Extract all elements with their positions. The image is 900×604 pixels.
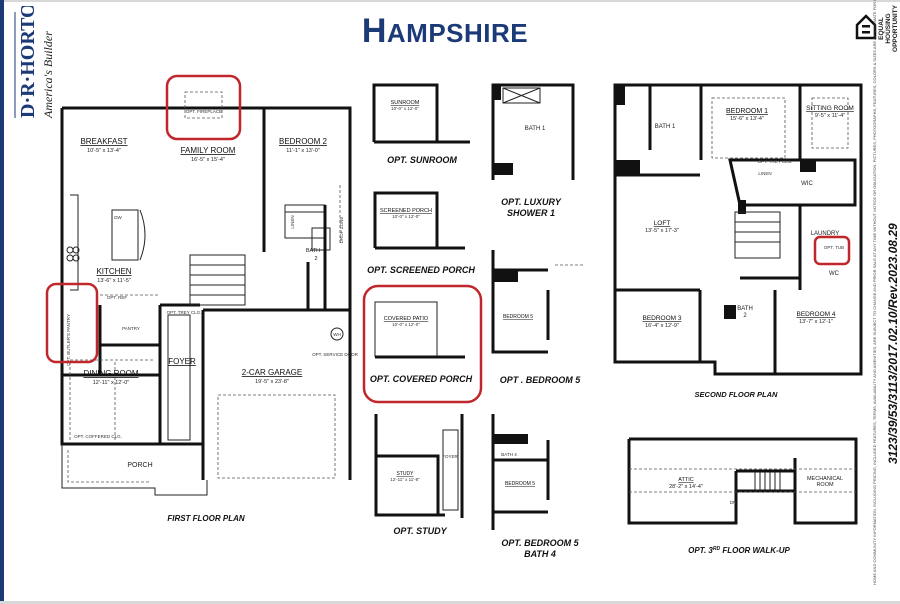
room-breakfast: BREAKFAST: [80, 137, 127, 146]
revision-code: 3123/39/53/3113/2017.02.10/Rev.2023.08.2…: [886, 223, 900, 464]
linen-label-upper: LINEN: [758, 171, 771, 176]
opt-trey-label: OPT. TREY CLG.: [167, 310, 202, 315]
room-pantry: PANTRY: [122, 326, 140, 331]
linen-label: LINEN: [290, 215, 295, 228]
equal-housing-logo: [855, 14, 877, 40]
room-attic: ATTIC: [678, 477, 694, 483]
room-bath-2-upper: BATH: [737, 306, 753, 312]
opt-study-foyer: FOYER: [442, 454, 458, 459]
room-mechanical-2: ROOM: [816, 482, 834, 488]
stair-dn-label: DN: [730, 500, 737, 505]
opt-ref-label: OPT. REF: [107, 295, 128, 300]
title-initial: H: [361, 12, 387, 50]
room-loft-dim: 13'-5" x 17'-3": [645, 228, 679, 234]
room-bedroom-3: BEDROOM 3: [642, 315, 681, 322]
opt-sunroom-name: SUNROOM: [391, 100, 420, 106]
highlight-opt-tub: [813, 235, 851, 266]
opt-study-caption: OPT. STUDY: [393, 526, 447, 536]
opt-study-dim: 12'-11" x 11'-8": [390, 477, 420, 482]
plan-title: HAMPSHIRE: [340, 12, 550, 51]
opt-screened-caption: OPT. SCREENED PORCH: [367, 265, 475, 275]
service-door-label: OPT. SERVICE DOOR: [312, 352, 358, 357]
room-family-dim: 16'-5" x 15'-4": [191, 157, 225, 163]
room-kitchen-dim: 13'-6" x 11'-5": [97, 278, 130, 284]
disclaimer-text: HOME AND COMMUNITY INFORMATION, INCLUDIN…: [872, 0, 877, 585]
room-bedroom-1: BEDROOM 1: [726, 108, 768, 115]
first-floor-plan: WH DW OPT. REF OPT. TREY CLG. OPT. COFFE…: [45, 74, 359, 523]
room-sitting: SITTING ROOM: [806, 105, 854, 112]
room-bath-2-num: 2: [314, 256, 317, 262]
second-floor-caption: SECOND FLOOR PLAN: [695, 390, 779, 399]
room-dining-dim: 12'-11" x 12'-0": [93, 380, 130, 386]
room-kitchen: KITCHEN: [96, 267, 131, 276]
opt-butler-pantry-label: OPT. BUTLER'S PANTRY: [66, 314, 71, 366]
room-garage-dim: 19'-5" x 23'-8": [255, 379, 289, 385]
opt-covered-name: COVERED PATIO: [384, 316, 429, 322]
room-bath-2-upper-num: 2: [743, 313, 747, 319]
highlight-covered-porch: [362, 284, 483, 404]
room-bedroom-1-dim: 15'-6" x 13'-4": [730, 116, 764, 122]
room-breakfast-dim: 10'-5" x 13'-4": [87, 148, 121, 154]
dishwasher-label: DW: [114, 215, 122, 220]
room-dining: DINING ROOM: [83, 369, 138, 378]
opt-sunroom-dim: 10'-0" x 12'-0": [391, 106, 419, 111]
bottom-border: [0, 601, 900, 604]
opt-bedroom5b-name: BEDROOM 5: [505, 481, 535, 487]
opt-bedroom5-caption: OPT . BEDROOM 5: [500, 375, 582, 385]
opt-covered-dim: 10'-0" x 12'-0": [392, 322, 420, 327]
room-bedroom-3-dim: 16'-4" x 12'-9": [645, 323, 679, 329]
room-porch: PORCH: [127, 462, 152, 469]
room-attic-dim: 28'-2" x 14'-4": [669, 484, 703, 490]
room-bedroom-2: BEDROOM 2: [279, 137, 328, 146]
opt-luxury-caption-1: OPT. LUXURY: [501, 197, 562, 207]
room-bath-1: BATH 1: [655, 124, 676, 130]
brand-bar: [0, 0, 4, 604]
title-rest: AMPSHIRE: [386, 18, 529, 48]
opt-sunroom-caption: OPT. SUNROOM: [387, 155, 457, 165]
room-bedroom-2-dim: 11'-1" x 13'-0": [286, 148, 319, 154]
logo-tagline: America's Builder: [41, 31, 55, 119]
water-heater-label: WH: [333, 332, 341, 337]
opt-bath4-name: BATH 4: [501, 452, 517, 457]
room-loft: LOFT: [654, 220, 671, 227]
option-plans: SUNROOM 10'-0" x 12'-0" OPT. SUNROOM BAT…: [362, 83, 585, 559]
room-sitting-dim: 9'-5" x 11'-4": [815, 113, 845, 119]
room-laundry: LAUNDRY: [811, 231, 840, 237]
opt-luxury-bath-label: BATH 1: [525, 126, 546, 132]
room-bedroom-4-dim: 13'-7" x 12'-1": [799, 319, 833, 325]
top-border: [0, 0, 900, 2]
first-floor-caption: FIRST FLOOR PLAN: [167, 514, 245, 523]
room-mechanical-1: MECHANICAL: [807, 476, 843, 482]
highlight-butler-pantry: [45, 282, 99, 364]
dr-horton-logo: D·R·HORTON America's Builder: [14, 6, 55, 119]
opt-luxury-caption-2: SHOWER 1: [507, 208, 555, 218]
second-floor-plan: BATH 1 BEDROOM 1 15'-6" x 13'-4" SITTING…: [613, 83, 863, 399]
opt-screened-name: SCREENED PORCH: [380, 208, 432, 214]
room-foyer: FOYER: [168, 357, 196, 366]
opt-coffered-label: OPT. COFFERED CLG.: [74, 434, 122, 439]
drop-zone-label: DROP ZONE: [339, 217, 344, 244]
opt-covered-caption: OPT. COVERED PORCH: [370, 374, 473, 384]
highlight-fireplace: [165, 74, 242, 141]
room-family: FAMILY ROOM: [181, 146, 236, 155]
room-garage: 2-CAR GARAGE: [242, 368, 302, 377]
third-floor-caption: OPT. 3RD FLOOR WALK-UP: [688, 546, 790, 555]
opt-bedroom5-name: BEDROOM 5: [503, 314, 533, 320]
room-wc: WC: [829, 271, 840, 277]
opt-trey-label-upper: OPT. TREY CLG.: [758, 159, 793, 164]
equal-housing-text: EQUAL HOUSING OPPORTUNITY: [878, 5, 899, 52]
opt-tub-label: OPT. TUB: [824, 245, 844, 250]
opt-screened-dim: 10'-0" x 12'-0": [392, 214, 420, 219]
room-wic: WIC: [801, 181, 813, 187]
opt-study-name: STUDY: [397, 471, 415, 477]
opt-bedroom5b-caption-1: OPT. BEDROOM 5: [501, 538, 579, 548]
room-bath-2: BATH: [306, 248, 320, 254]
opt-fireplace-label: OPT. FIREPLACE: [186, 109, 222, 114]
logo-wordmark: D·R·HORTON: [17, 6, 39, 118]
room-bedroom-4: BEDROOM 4: [796, 311, 835, 318]
opt-bedroom5b-caption-2: BATH 4: [524, 549, 556, 559]
third-floor-plan: ATTIC 28'-2" x 14'-4" MECHANICAL ROOM DN…: [627, 437, 858, 555]
